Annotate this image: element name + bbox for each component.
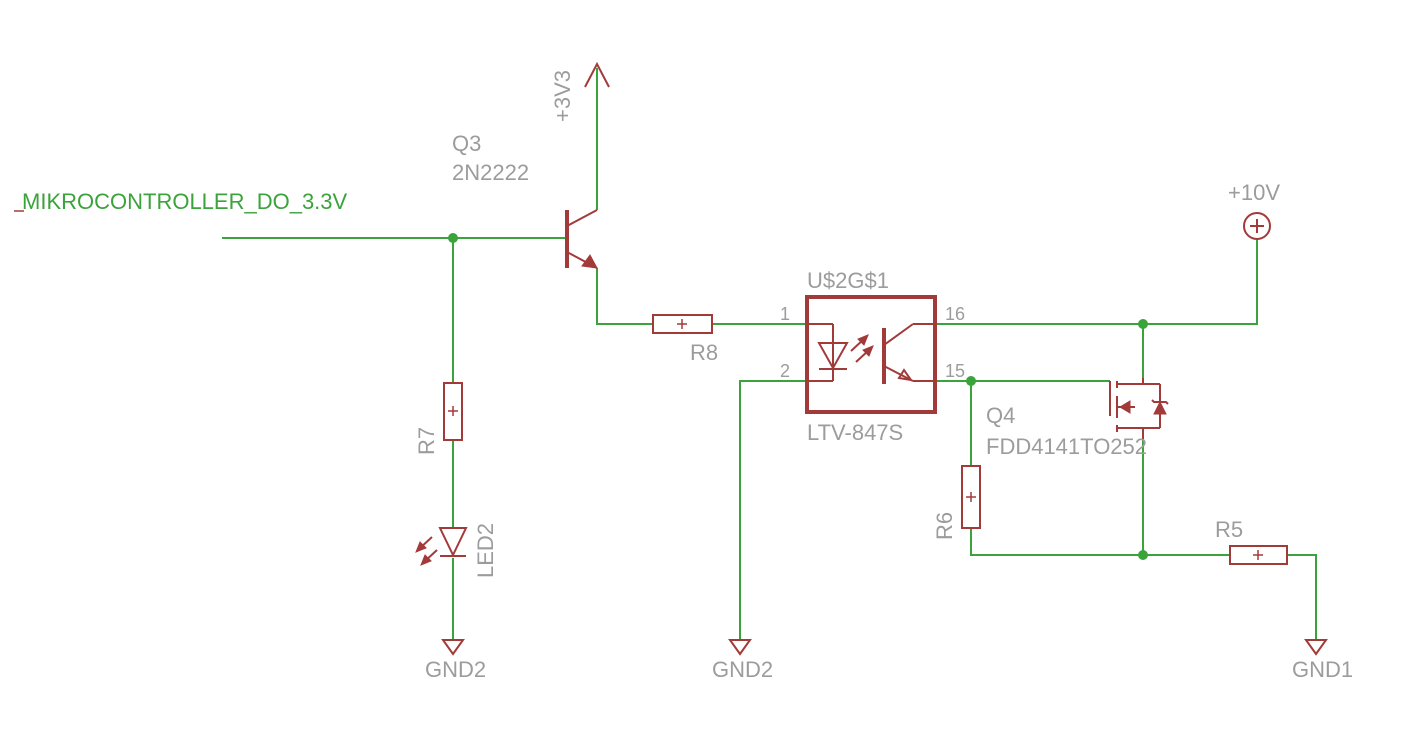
r8-label: R8 <box>690 340 718 365</box>
junction-pin16 <box>1138 319 1148 329</box>
ground-symbol-3 <box>1304 639 1328 656</box>
r5-label: R5 <box>1215 517 1243 542</box>
wire-pin16-10v <box>935 238 1258 325</box>
opto-pin-2: 2 <box>780 361 790 381</box>
r6-label: R6 <box>932 512 957 540</box>
supply-3v3-label: +3V3 <box>550 70 575 122</box>
ground-label-2: GND2 <box>712 657 773 682</box>
wires <box>222 68 1317 640</box>
junction-pin15 <box>966 376 976 386</box>
optocoupler-value: LTV-847S <box>807 420 903 445</box>
resistor-r7 <box>443 382 463 441</box>
q3-value: 2N2222 <box>452 160 529 185</box>
wire-pin2-gnd <box>739 380 807 640</box>
transistor-q3 <box>565 209 598 269</box>
supply-10v-label: +10V <box>1228 180 1280 205</box>
junctions <box>448 233 1148 560</box>
ground-symbol-1 <box>441 639 465 656</box>
supply-3v3-symbol <box>584 61 610 88</box>
ground-symbol-2 <box>728 639 752 656</box>
opto-pin-15: 15 <box>945 361 965 381</box>
junction-input <box>448 233 458 243</box>
opto-pin-16: 16 <box>945 304 965 324</box>
r7-label: R7 <box>414 427 439 455</box>
q4-name: Q4 <box>986 403 1015 428</box>
net-label: MIKROCONTROLLER_DO_3.3V <box>22 189 348 214</box>
resistor-r8 <box>652 314 713 334</box>
q4-value: FDD4141TO252 <box>986 434 1147 459</box>
resistor-r5 <box>1229 545 1288 565</box>
ground-label-1: GND2 <box>425 657 486 682</box>
led2-label: LED2 <box>473 523 498 578</box>
ground-label-3: GND1 <box>1292 657 1353 682</box>
supply-10v-symbol <box>1243 212 1271 240</box>
q3-name: Q3 <box>452 131 481 156</box>
wire-r5-gnd1 <box>1287 554 1317 640</box>
optocoupler-u2 <box>805 295 937 414</box>
led-led2 <box>415 527 468 566</box>
resistor-r6 <box>961 465 981 529</box>
wire-emitter-r8 <box>596 268 653 325</box>
mosfet-q4 <box>1109 378 1169 440</box>
opto-pin-1: 1 <box>780 304 790 324</box>
wire-r6-bottom <box>970 528 1230 556</box>
optocoupler-name: U$2G$1 <box>807 268 889 293</box>
junction-r5 <box>1138 550 1148 560</box>
